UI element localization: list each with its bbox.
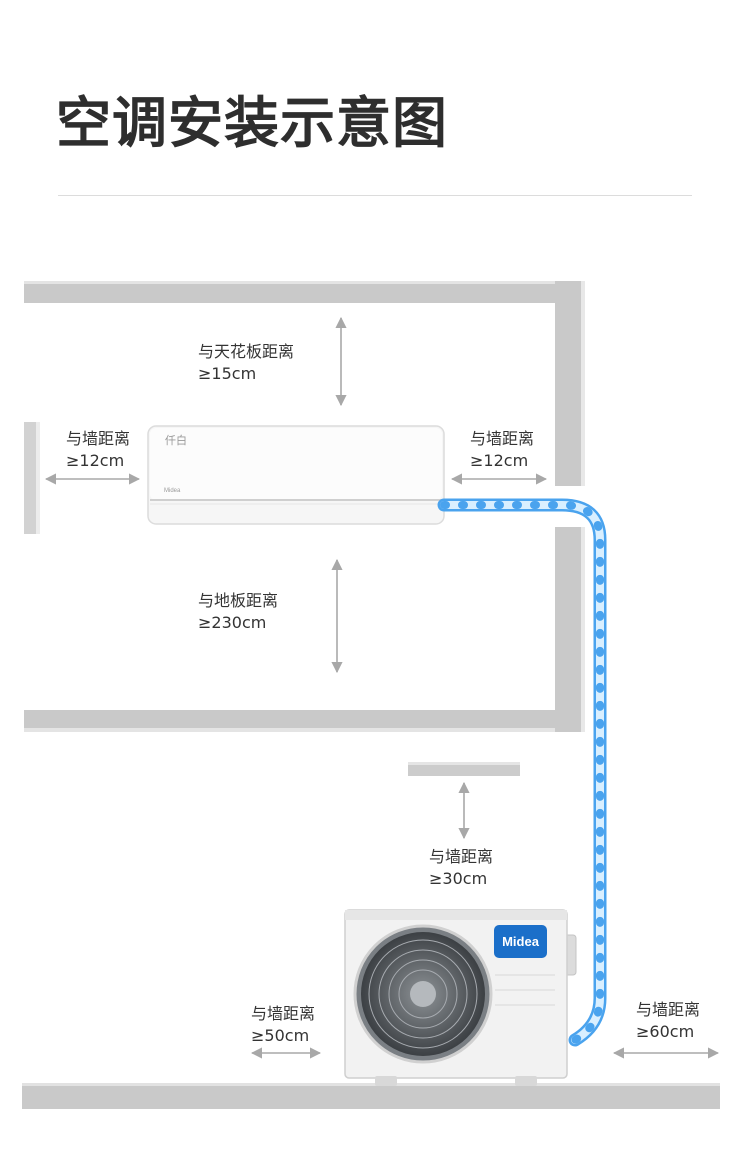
floor-wall (24, 710, 585, 732)
right-wall-upper (555, 281, 585, 486)
label-outdoor-right-value: ≥60cm (636, 1022, 695, 1041)
outdoor-foot-right (515, 1076, 537, 1086)
outdoor-fan-hub (410, 981, 436, 1007)
label-ceiling-value: ≥15cm (198, 364, 257, 383)
indoor-unit-brand: Midea (164, 488, 181, 494)
title-divider (58, 195, 692, 196)
label-right-wall: 与墙距离 ≥12cm (470, 428, 534, 472)
label-floor: 与地板距离 ≥230cm (198, 590, 278, 634)
outdoor-fan-guard-4 (398, 969, 448, 1019)
label-ceiling-name: 与天花板距离 (198, 342, 295, 361)
outdoor-unit-top (345, 910, 567, 920)
outdoor-fan-guard-1 (368, 939, 478, 1049)
distance-arrows (44, 316, 720, 1059)
label-outdoor-top-name: 与墙距离 (429, 847, 494, 866)
outdoor-fan-guard-3 (388, 959, 458, 1029)
indoor-unit (147, 425, 445, 525)
indoor-unit-panel (150, 428, 442, 500)
outdoor-overhang (408, 762, 520, 776)
floor-highlight (24, 728, 585, 732)
label-outdoor-right: 与墙距离 ≥60cm (636, 999, 700, 1043)
outdoor-fan-guard-2 (378, 949, 468, 1039)
label-outdoor-left-value: ≥50cm (251, 1026, 310, 1045)
ground (22, 1083, 720, 1109)
outdoor-structure (22, 762, 720, 1109)
left-wall-stub-edge (36, 422, 40, 534)
right-wall-upper-edge (581, 281, 585, 486)
page-title: 空调安装示意图 (56, 91, 449, 155)
label-floor-name: 与地板距离 (198, 591, 279, 610)
right-wall-lower (555, 527, 585, 732)
label-outdoor-left: 与墙距离 ≥50cm (251, 1003, 315, 1047)
label-ceiling: 与天花板距离 ≥15cm (198, 341, 294, 385)
outdoor-foot-left (375, 1076, 397, 1086)
ceiling-wall (24, 281, 585, 303)
label-outdoor-left-name: 与墙距离 (251, 1004, 316, 1023)
label-left-wall-value: ≥12cm (66, 451, 125, 470)
label-left-wall: 与墙距离 ≥12cm (66, 428, 130, 472)
label-outdoor-top: 与墙距离 ≥30cm (429, 846, 493, 890)
indoor-unit-logo: 仟白 (165, 434, 187, 447)
room-walls (24, 281, 585, 732)
brand-logo: Midea (494, 925, 547, 958)
pipe-ribs (440, 501, 604, 1044)
right-wall-lower-edge (581, 527, 585, 732)
ground-top (22, 1083, 720, 1086)
refrigerant-pipe (437, 498, 607, 1047)
label-outdoor-right-name: 与墙距离 (636, 1000, 701, 1019)
label-left-wall-name: 与墙距离 (66, 429, 131, 448)
outdoor-overhang-top (408, 762, 520, 765)
label-floor-value: ≥230cm (198, 613, 267, 632)
label-right-wall-name: 与墙距离 (470, 429, 535, 448)
ceiling-highlight (24, 281, 585, 284)
label-outdoor-top-value: ≥30cm (429, 869, 488, 888)
label-right-wall-value: ≥12cm (470, 451, 529, 470)
